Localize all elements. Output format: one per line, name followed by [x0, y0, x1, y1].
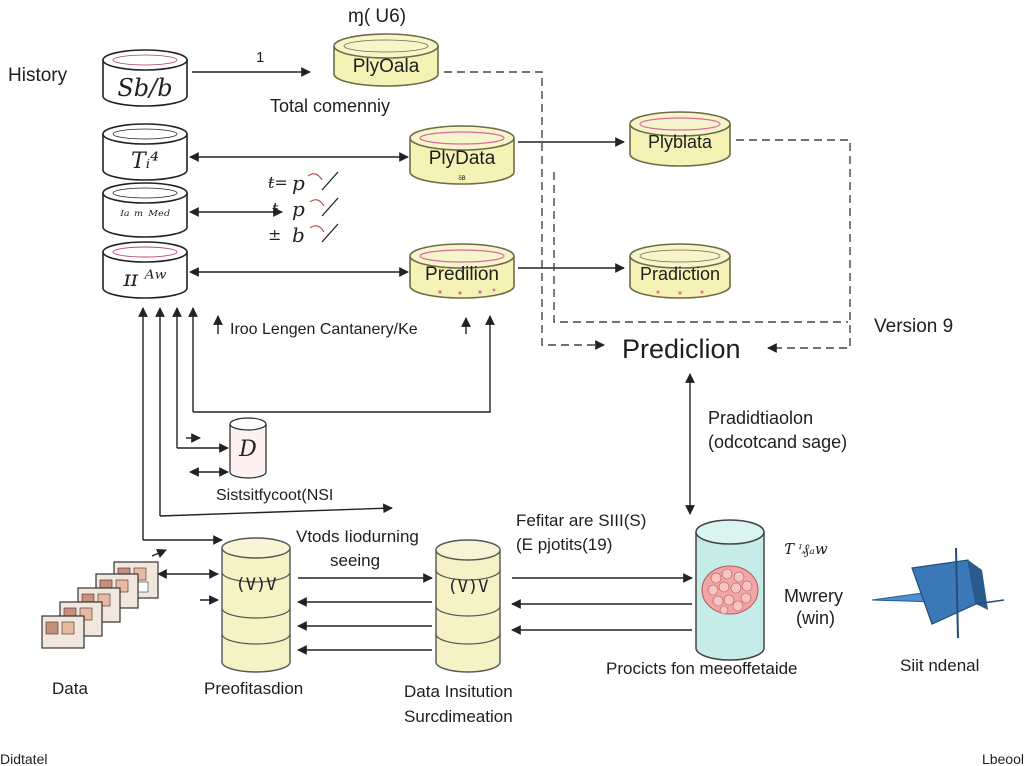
- pydata-right-cylinder: Plyblata: [629, 111, 731, 167]
- top-title: ɱ( U6): [348, 6, 406, 27]
- version-label: Version 9: [874, 316, 953, 337]
- pydata-mid-label: PlyData: [429, 148, 496, 169]
- folders-icon: [41, 561, 159, 649]
- satellite-icon: [871, 547, 1005, 639]
- sensitivity-label: Sistsitfycoot(NSI: [216, 487, 333, 504]
- history-db-cylinder: Sb/b: [102, 49, 188, 107]
- stack-one-label: (V)V: [236, 575, 277, 595]
- prediction-right-label: Pradiction: [640, 264, 720, 284]
- db-three-cylinder: ᴵᵃ ᵐ ᴹᵉᵈ: [102, 182, 188, 238]
- total-label: Total comenniy: [270, 96, 390, 116]
- pydata-right-label: Plyblata: [648, 132, 713, 152]
- letter-left-2: ŧ: [272, 199, 279, 218]
- arrow-small-a: [151, 548, 167, 558]
- data-label: Data: [52, 679, 88, 698]
- dashed-outer-left: [444, 71, 605, 350]
- pred-stage-line-2: (odcotcand sage): [708, 432, 847, 452]
- corner-left-label: Didtatel: [0, 751, 47, 766]
- neural-blob-icon: [701, 565, 759, 615]
- siit-label: Siit ndenal: [900, 656, 979, 675]
- history-label: History: [8, 65, 68, 86]
- stack-one: (V)V: [221, 537, 291, 673]
- small-doc-label: D: [238, 437, 257, 462]
- small-mark: Ƭ ᶦ₰ₐw: [784, 540, 828, 558]
- pydata-top-cylinder: PlyOala: [333, 33, 439, 87]
- arrow-label-1: 1: [256, 49, 264, 66]
- letter-right-1: p: [292, 171, 305, 195]
- db-four-label: ɪɪ ᴬʷ: [123, 267, 167, 292]
- pred-stage-line-1: Pradidtiaolon: [708, 408, 813, 428]
- letter-left-3: ±: [268, 225, 281, 244]
- db-four-cylinder: ɪɪ ᴬʷ: [102, 241, 188, 299]
- dashed-inner: [553, 172, 848, 323]
- feature-line-2: (E pjotits(19): [516, 535, 612, 554]
- pydata-mid-cylinder: PlyData ᵟᴮ: [409, 125, 515, 185]
- pink-dots-right: [656, 290, 704, 295]
- stack-two: (V)V: [435, 539, 501, 673]
- mwrery-line-1: Mwrery: [784, 586, 843, 606]
- mid-annotation: Iroo Lengen Cantanery/Ke: [230, 321, 418, 338]
- prediction-storage-label: Preofitasdion: [204, 679, 303, 698]
- prediction-mid-label: Predilion: [425, 264, 499, 285]
- prediction-right-cylinder: Pradiction: [629, 243, 731, 299]
- arrow-to-sensitivity: [159, 503, 393, 517]
- pydata-top-label: PlyOala: [353, 56, 420, 77]
- pydata-mid-sub: ᵟᴮ: [458, 174, 465, 184]
- db-three-label: ᴵᵃ ᵐ ᴹᵉᵈ: [119, 207, 170, 225]
- dashed-loop: [444, 71, 851, 353]
- feature-line-1: Fefitar are SIII(S): [516, 511, 646, 530]
- stage-line-2: seeing: [330, 551, 380, 570]
- letter-right-2: p: [292, 197, 305, 221]
- prediction-mid-cylinder: Predilion: [409, 243, 515, 299]
- loop-to-prediction: [193, 315, 495, 413]
- model-cylinder: [695, 519, 765, 661]
- mwrery-line-2: (win): [796, 608, 835, 628]
- data-institution-line-1: Data Insitution: [404, 682, 513, 701]
- connectors: [138, 67, 695, 655]
- history-db-label: Sb/b: [117, 74, 172, 102]
- db-two-cylinder: Tᵢ⁴: [102, 123, 188, 181]
- prediction-main-label: Prediclion: [622, 334, 741, 364]
- data-institution-line-2: Surcdimeation: [404, 707, 513, 726]
- letter-left-1: ŧ=: [268, 173, 288, 192]
- pink-dots: [438, 288, 496, 295]
- stack-two-label: (V)V: [448, 577, 489, 597]
- db-two-label: Tᵢ⁴: [131, 149, 159, 174]
- stage-line-1: Vtods Iiodurning: [296, 527, 419, 546]
- letter-annotations: ŧ= ŧ ± p p b: [268, 171, 339, 247]
- letter-right-3: b: [292, 223, 305, 247]
- small-doc-cylinder: D: [229, 417, 267, 479]
- dashed-right: [736, 139, 851, 353]
- projects-label: Procicts fon meeoffetaide: [606, 659, 798, 678]
- corner-right-label: Lbeool: [982, 751, 1024, 766]
